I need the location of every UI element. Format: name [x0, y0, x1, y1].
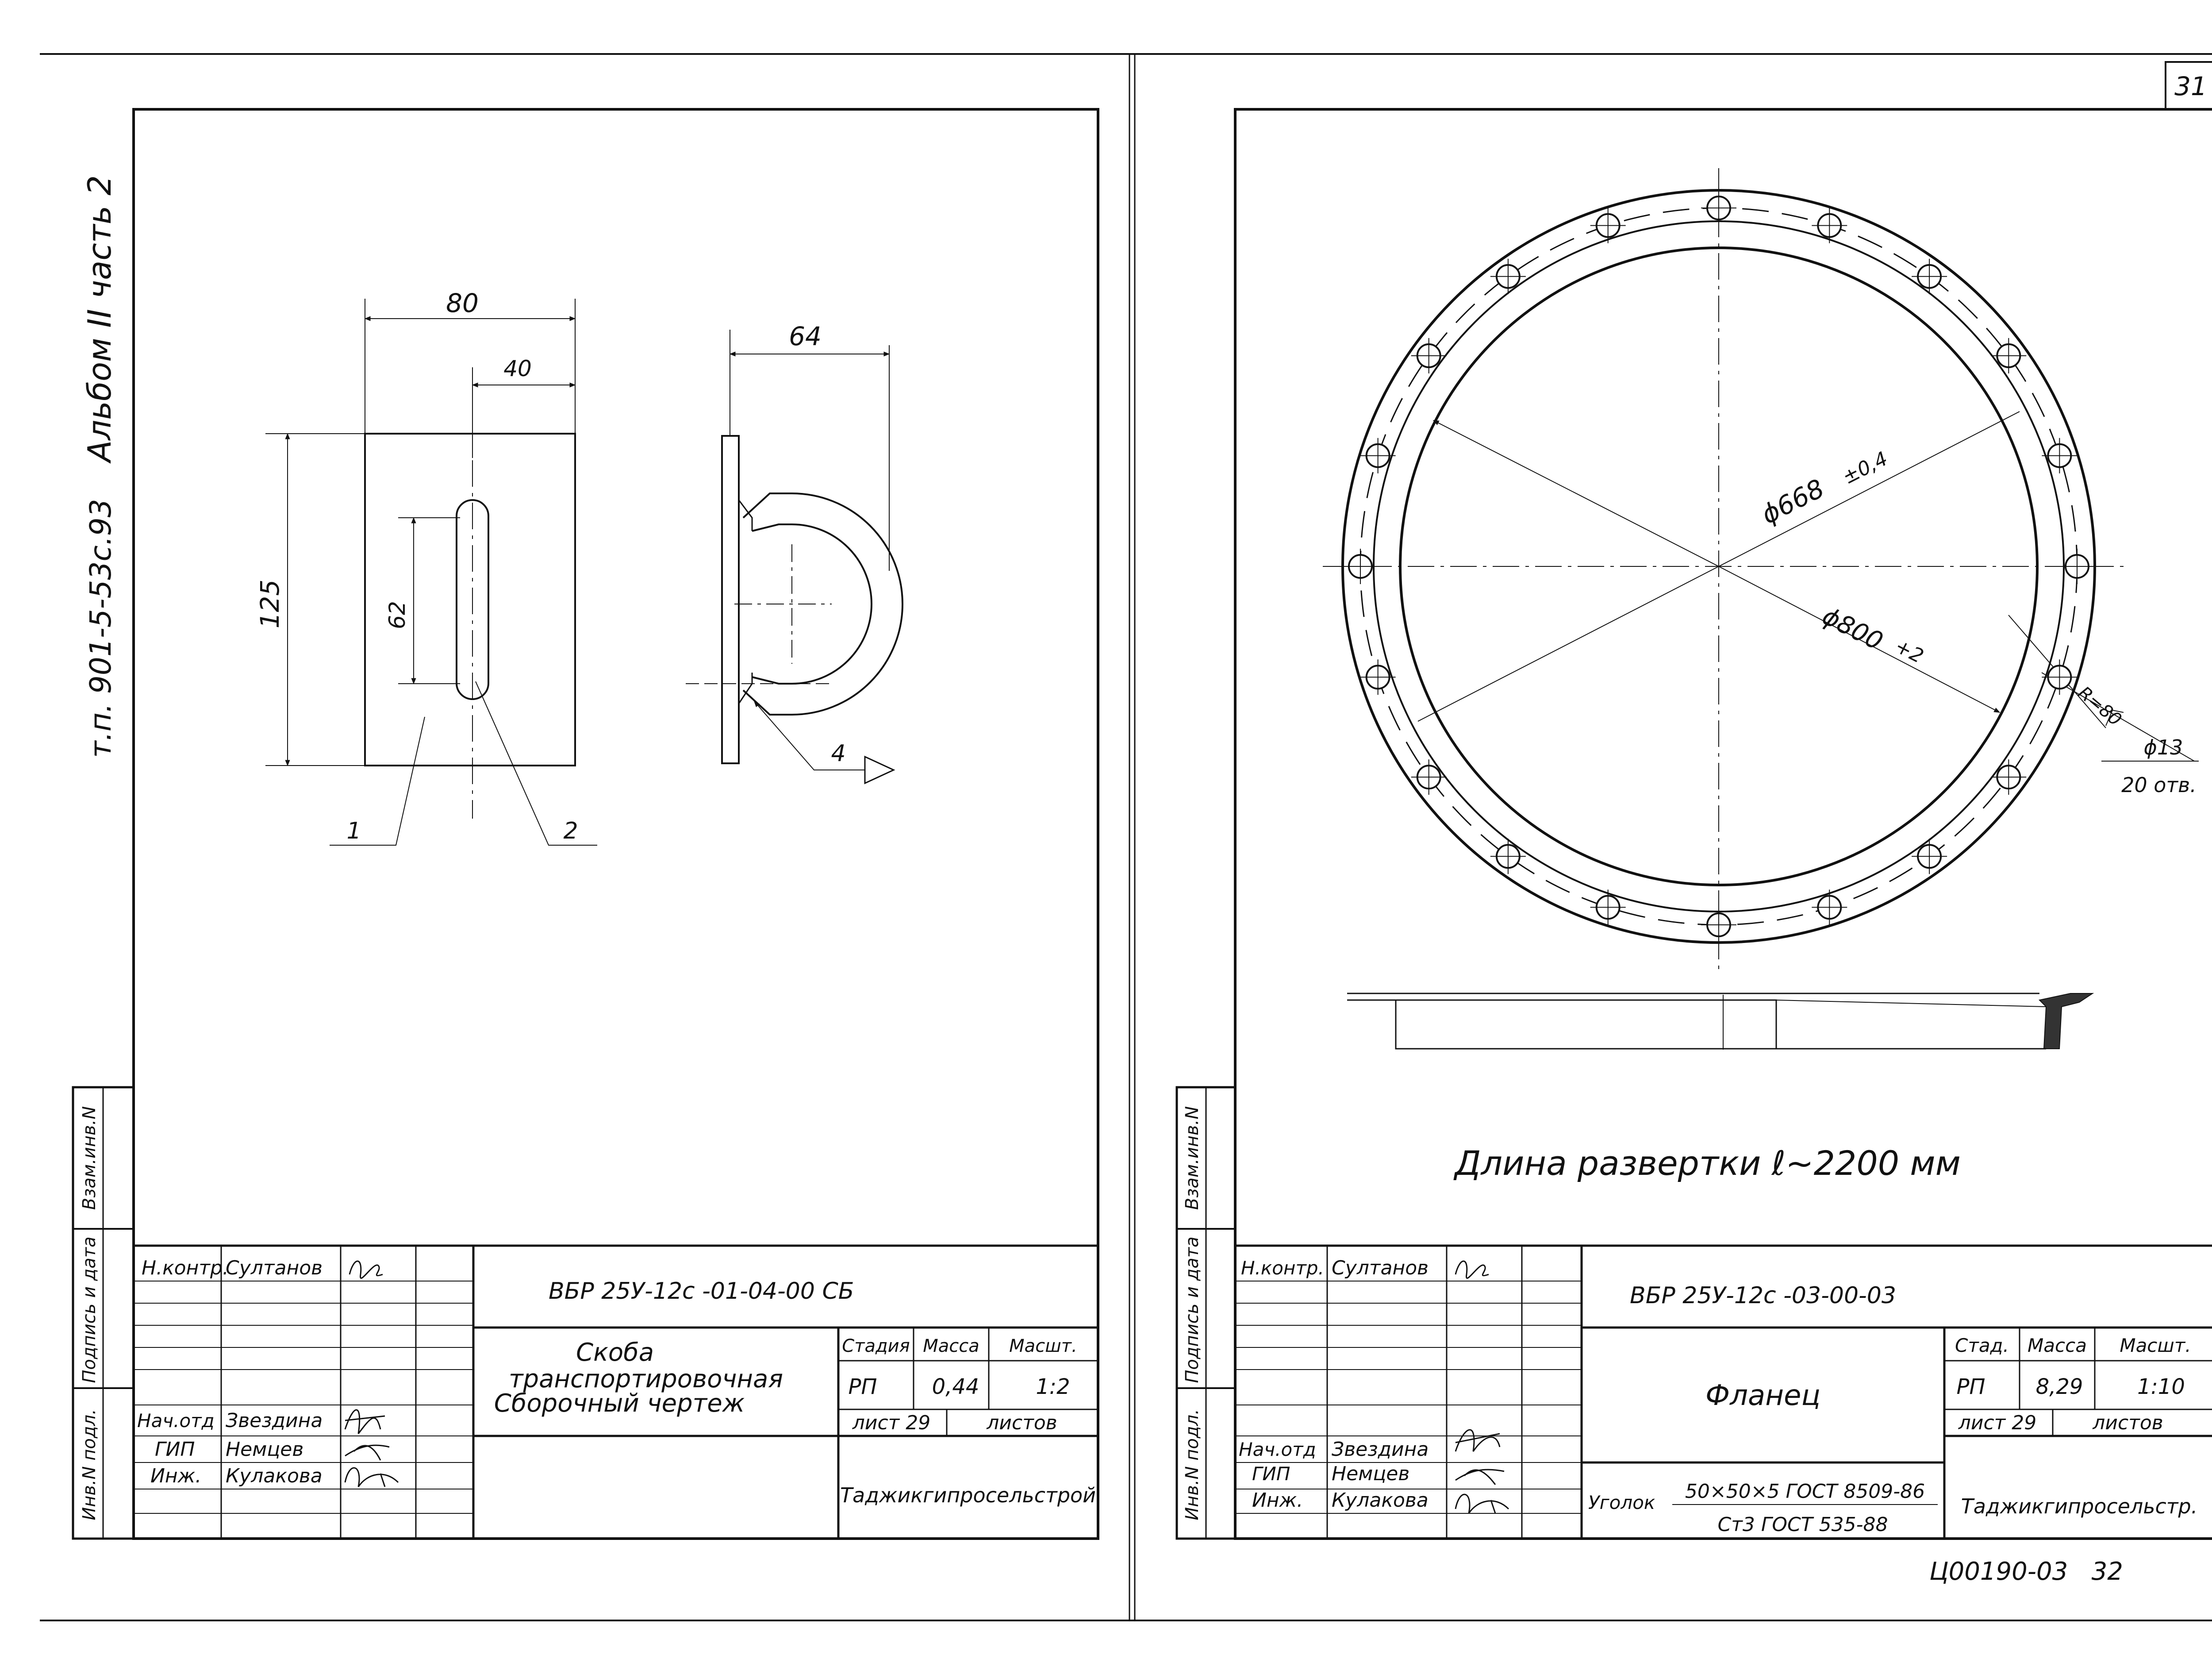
right-doc-code: ВБР 25У-12с -03-00-03: [1630, 1282, 1896, 1309]
flange-bolt-holes: [1343, 190, 2095, 943]
left-role-control: Н.контр.: [142, 1257, 229, 1279]
left-doc-code: ВБР 25У-12с -01-04-00 СБ: [549, 1278, 854, 1305]
development-length-note: Длина развертки ℓ~2200 мм: [1453, 1143, 1961, 1183]
right-title: Фланец: [1705, 1379, 1820, 1412]
material-label: Уголок: [1588, 1492, 1655, 1513]
dim-depth-64: 64: [789, 321, 822, 351]
right-name-control: Султанов: [1332, 1257, 1429, 1279]
right-name-head: Звездина: [1332, 1438, 1429, 1461]
left-title-line-1: Скоба: [576, 1338, 654, 1367]
dim-inner-tolerance: ±0,4: [1839, 447, 1891, 489]
left-name-control: Султанов: [226, 1257, 323, 1279]
callout-weld-4: 4: [831, 740, 845, 767]
right-title-block-grid: [1235, 1244, 2212, 1539]
right-role-head: Нач.отд: [1239, 1439, 1316, 1460]
right-role-control: Н.контр.: [1241, 1257, 1324, 1279]
footer-code: Ц00190-03 32: [1929, 1557, 2123, 1586]
right-stamp-repl: Взам.инв.N: [1182, 1106, 1202, 1210]
sheet-number: 31: [2174, 71, 2207, 101]
bracket-front-view: [265, 299, 597, 846]
left-stamp-sign: Подпись и дата: [79, 1236, 100, 1383]
dim-outer-diameter: ϕ800: [1818, 602, 1888, 656]
right-header-mass: Масса: [2028, 1335, 2087, 1356]
right-role-eng: Инж.: [1252, 1489, 1303, 1512]
bracket-side-view: [686, 330, 903, 785]
right-stamp-inv: Инв.N подл.: [1182, 1409, 1202, 1520]
dim-width-80: 80: [446, 288, 479, 318]
dim-inner-diameter: ϕ668: [1756, 473, 1829, 530]
sheet-borders: [40, 53, 2212, 1621]
right-sheet-label: лист 29: [1958, 1412, 2037, 1434]
left-title-line-3: Сборочный чертеж: [494, 1389, 745, 1418]
left-role-gip: ГИП: [155, 1438, 195, 1461]
dim-radius: R=80: [2074, 682, 2126, 730]
right-org: Таджикгипросельстр.: [1961, 1494, 2198, 1518]
signature-marks: [344, 1260, 1509, 1514]
right-header-stage: Стад.: [1955, 1335, 2009, 1356]
dim-outer-tolerance: +2: [1891, 635, 1927, 668]
left-value-stage: РП: [848, 1374, 877, 1399]
left-frame: [72, 108, 1099, 1540]
left-sheet-label: лист 29: [852, 1412, 931, 1434]
material-line-1: 50×50×5 ГОСТ 8509-86: [1685, 1480, 1925, 1503]
callout-part-1: 1: [346, 818, 361, 844]
left-title-block-grid: [134, 1244, 1098, 1539]
dim-slot-62: 62: [384, 601, 410, 629]
left-header-scale: Масшт.: [1009, 1336, 1077, 1356]
dim-height-125: 125: [255, 580, 285, 629]
dim-hole-diameter: ϕ13: [2144, 735, 2183, 759]
right-value-mass: 8,29: [2036, 1374, 2083, 1399]
left-org: Таджикгипросельстрой: [840, 1483, 1096, 1507]
left-margin-project-code: т.п. 901-5-53с.93: [84, 499, 118, 758]
left-margin-album: Альбом II часть 2: [81, 175, 118, 464]
dim-hole-count: 20 отв.: [2121, 773, 2197, 797]
left-header-stage: Стадия: [842, 1336, 910, 1356]
right-header-scale: Масшт.: [2120, 1335, 2191, 1356]
left-value-mass: 0,44: [932, 1374, 979, 1399]
left-sheets-label: листов: [986, 1412, 1057, 1434]
left-stamp-inv: Инв.N подл.: [79, 1409, 100, 1520]
left-stamp-repl: Взам.инв.N: [79, 1106, 100, 1210]
right-role-gip: ГИП: [1252, 1463, 1290, 1485]
right-value-scale: 1:10: [2137, 1374, 2185, 1399]
right-sheets-label: листов: [2092, 1412, 2163, 1434]
right-frame: [1175, 61, 2212, 1540]
left-title-line-2: транспортировочная: [509, 1365, 783, 1393]
right-name-eng: Кулакова: [1332, 1489, 1429, 1512]
material-line-2: Ст3 ГОСТ 535-88: [1718, 1513, 1888, 1536]
right-value-stage: РП: [1956, 1374, 1985, 1399]
right-name-gip: Немцев: [1332, 1462, 1409, 1485]
right-stamp-sign: Подпись и дата: [1182, 1236, 1202, 1383]
left-name-head: Звездина: [226, 1409, 323, 1432]
left-value-scale: 1:2: [1036, 1374, 1070, 1399]
left-name-eng: Кулакова: [226, 1465, 323, 1487]
left-name-gip: Немцев: [226, 1438, 303, 1461]
dim-width-40: 40: [503, 356, 532, 381]
flange-section-view: [1347, 993, 2094, 1050]
left-header-mass: Масса: [923, 1336, 979, 1356]
left-role-head: Нач.отд: [137, 1410, 215, 1432]
callout-part-2: 2: [563, 818, 578, 844]
left-role-eng: Инж.: [150, 1465, 201, 1487]
